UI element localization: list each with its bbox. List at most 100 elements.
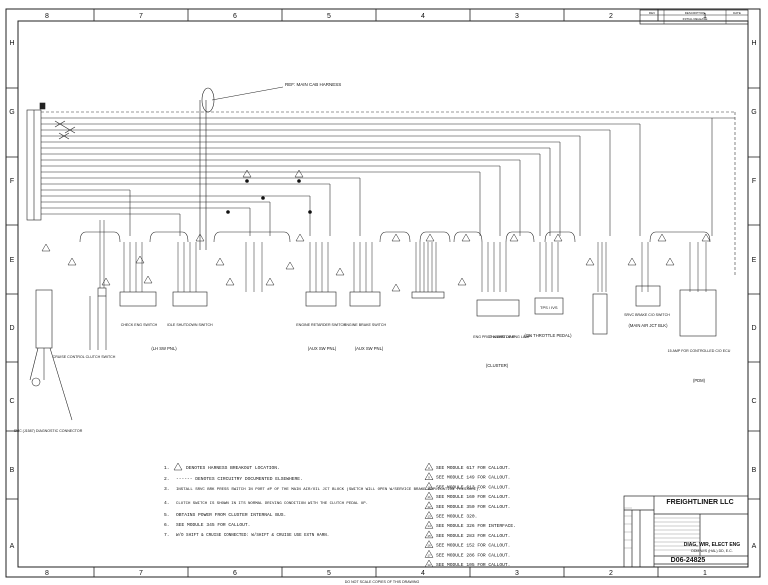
note-number: 18 (427, 564, 431, 567)
engine-retarder-switch-connector (305, 291, 337, 307)
column-labels-top: 8 7 6 5 4 3 2 1 (45, 13, 707, 20)
note-callout-triangle (424, 530, 434, 539)
tps-ivs-label: TPS / IVS (540, 305, 558, 310)
row-label: D (9, 325, 14, 332)
note-number: 6. (164, 522, 170, 528)
note-number: 13 (427, 516, 431, 519)
srvc-brake-switch-label: SRVC BRAKE C/O SWITCH (624, 313, 670, 317)
engine-brake-switch-connector (349, 291, 381, 307)
note-number: 5. (164, 512, 170, 518)
row-label: G (9, 109, 14, 116)
note-text: SEE MODULE 350 FOR CALLOUT. (436, 504, 510, 510)
note-number: 11 (427, 496, 431, 499)
note-text: DENOTES HARNESS BREAKOUT LOCATION. (186, 465, 280, 471)
leader-line (211, 86, 284, 101)
note-text: SEE MODULE 617 FOR CALLOUT. (436, 465, 510, 471)
revision-block: REV DESCRIPTION DATE INITIAL RELEASE (639, 9, 749, 25)
inner-border (17, 20, 749, 568)
cluster-lamp-label: ENG PROT LAMP (473, 335, 503, 339)
breakout-humps (79, 231, 711, 243)
panel-throttle-pedal: (ON THROTTLE PEDAL) (524, 333, 572, 338)
note-number: 8 (428, 467, 430, 470)
title-block (623, 495, 749, 568)
row-label: F (752, 178, 756, 185)
row-label: H (9, 40, 14, 47)
company-name: FREIGHTLINER LLC (666, 499, 733, 506)
row-label: C (751, 398, 756, 405)
note-number: 17 (427, 554, 431, 557)
col-label: 4 (421, 570, 425, 577)
row-label: G (751, 109, 756, 116)
note-number: 14 (427, 525, 431, 528)
col-label: 5 (327, 13, 331, 20)
note-text: SEE MODULE 326 FOR INTERFACE. (436, 523, 516, 529)
splice-triangles (242, 169, 304, 178)
note-number: 12 (427, 506, 431, 509)
note-callout-triangle (424, 501, 434, 510)
row-label: B (10, 467, 15, 474)
note-text: SEE MODULE 345 FOR CALLOUT. (176, 522, 250, 528)
notes-left: 1. DENOTES HARNESS BREAKOUT LOCATION. 2.… (164, 462, 481, 538)
col-label: 7 (139, 570, 143, 577)
row-label: E (10, 257, 15, 264)
zone-ticks (6, 9, 760, 577)
check-eng-switch-connector (119, 291, 157, 307)
note-text: SEE MODULE 149 FOR CALLOUT. (436, 475, 510, 481)
note-text: SEE MODULE 286 FOR CALLOUT. (436, 552, 510, 558)
note-text: INSTALL SRVC BRK PRESS SWITCH IN PORT #P… (176, 487, 481, 492)
row-label: D (751, 325, 756, 332)
note-callout-triangle (424, 559, 434, 568)
harness-note: REF: MAIN CAB HARNESS (285, 82, 341, 87)
panel-lh-sw: (LH SW PNL) (151, 346, 177, 351)
ecu-connector-block (26, 102, 46, 221)
note-text: ------ DENOTES CIRCUITRY DOCUMENTED ELSE… (176, 476, 303, 482)
note-text: SEE MODULE 613 FOR CALLOUT. (436, 484, 510, 490)
note-number: 3. (164, 486, 170, 492)
note-callout-triangle (424, 491, 434, 500)
row-label: H (751, 40, 756, 47)
note-callout-triangle (424, 472, 434, 480)
note-text: W/O SHIFT & CRUISE CONNECTED: W/SHIFT & … (176, 533, 329, 538)
component-labels: CHECK ENG SWITCH IDLE SHUTDOWN SWITCH EN… (14, 313, 731, 433)
row-label: A (752, 543, 757, 550)
cluster-lamp-label: STOP ENG LAMP (501, 335, 531, 339)
row-label: B (752, 467, 757, 474)
note-callout-triangle (424, 510, 434, 519)
col-label: 2 (609, 13, 613, 20)
cluster-lamp-label: CHK ENG LAMP (488, 335, 516, 339)
panel-cluster: (CLUSTER) (486, 363, 509, 368)
pdm-relay (679, 289, 717, 337)
col-label: 8 (45, 570, 49, 577)
col-label: 1 (703, 13, 707, 20)
note-number: 4. (164, 500, 170, 506)
row-label: A (10, 543, 15, 550)
diagnostic-connector-label: SMC (J1587) DIAGNOSTIC CONNECTOR (14, 429, 83, 433)
panel-labels: (LH SW PNL) (AUX SW PNL) (AUX SW PNL) (C… (151, 323, 705, 383)
row-labels: H G F E D C B A H G F E D C B A (9, 40, 756, 550)
rev-header: DESCRIPTION (685, 11, 706, 15)
srvc-brake-switch (635, 285, 661, 307)
note-number: 16 (427, 545, 431, 548)
note-text: SEE MODULE 283 FOR CALLOUT. (436, 533, 510, 539)
drawing-number: D06-24825 (671, 557, 706, 564)
diagnostic-connector-wiring (29, 296, 107, 421)
outer-border (5, 8, 761, 578)
col-label: 6 (233, 13, 237, 20)
col-label: 3 (515, 570, 519, 577)
col-label: 6 (233, 570, 237, 577)
panel-pdm: (PDM) (693, 378, 706, 383)
row-label: F (10, 178, 14, 185)
wire-bundle (41, 117, 735, 236)
idle-shutdown-switch-connector (172, 291, 208, 307)
check-eng-switch-label: CHECK ENG SWITCH (121, 323, 158, 327)
switch-connectors (35, 285, 717, 349)
cruise-clutch-switch-label: CRUISE CONTROL CLUTCH SWITCH (53, 355, 116, 359)
drop-wires (99, 220, 707, 292)
idle-shutdown-switch-label: IDLE SHUTDOWN SWITCH (167, 323, 213, 327)
note-callout-triangle (424, 549, 434, 558)
col-label: 2 (609, 570, 613, 577)
note-text: SEE MODULE 160 FOR CALLOUT. (436, 494, 510, 500)
